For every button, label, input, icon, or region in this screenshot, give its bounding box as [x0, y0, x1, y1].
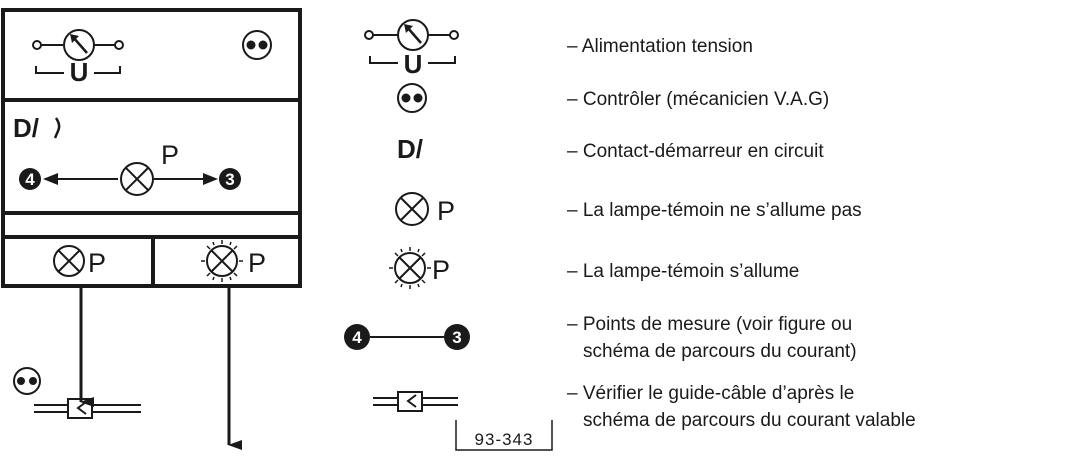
legend-text-power-supply: – Alimentation tension [567, 36, 753, 57]
legend-ignition-symbol: D/ [397, 134, 423, 164]
legend-text-lamp-on: – La lampe-témoin s’allume [567, 261, 799, 282]
measuring-point-right: 3 [219, 168, 241, 190]
voltmeter-icon [364, 19, 459, 64]
cable-connector-icon [34, 398, 141, 419]
legend-text-cable-1: – Vérifier le guide-câble d’après le [567, 383, 854, 404]
arrow-right-head [203, 173, 218, 185]
legend-text-lamp-off: – La lampe-témoin ne s’allume pas [567, 200, 862, 221]
legend-text-measuring-1: – Points de mesure (voir figure ou [567, 314, 852, 335]
inspector-icon [397, 83, 427, 113]
flowchart: U D/ 4 P 3 [1, 8, 302, 450]
result-no-light-label: P [88, 248, 106, 278]
measuring-points-icon: 4 3 [344, 324, 470, 350]
legend: U – Alimentation tension – Contrôler (mé… [344, 19, 916, 451]
legend-text-measuring-2: schéma de parcours du courant) [583, 341, 857, 362]
inspector-icon [242, 30, 272, 60]
lamp-on-icon [201, 240, 243, 282]
legend-point-right-number: 3 [452, 328, 461, 347]
legend-lamp-off-label: P [437, 196, 455, 226]
arrow-left-head [43, 173, 58, 185]
figure-ref: 93-343 [475, 430, 534, 449]
legend-lamp-on-label: P [432, 255, 450, 285]
legend-voltmeter-label: U [404, 49, 423, 79]
lamp-label: P [161, 140, 179, 170]
cable-connector-icon [373, 391, 458, 412]
ignition-key-icon [53, 117, 61, 139]
voltmeter-icon [32, 29, 124, 74]
legend-text-cable-2: schéma de parcours du courant valable [583, 410, 916, 431]
legend-text-check: – Contrôler (mécanicien V.A.G) [567, 89, 829, 110]
figure-ref-frame [455, 420, 553, 451]
measuring-point-left-number: 4 [25, 170, 35, 189]
result-light-label: P [248, 248, 266, 278]
lamp-off-icon [120, 162, 154, 196]
voltmeter-label: U [70, 57, 89, 87]
legend-text-ignition: – Contact-démarreur en circuit [567, 141, 824, 162]
inspector-icon [13, 367, 41, 395]
measuring-point-left: 4 [19, 168, 41, 190]
lamp-on-icon [389, 247, 431, 289]
legend-point-left-number: 4 [352, 328, 362, 347]
measuring-point-right-number: 3 [225, 170, 234, 189]
ignition-switch-label: D/ [13, 113, 39, 143]
lamp-off-icon [395, 192, 429, 226]
lamp-off-icon [53, 245, 85, 277]
